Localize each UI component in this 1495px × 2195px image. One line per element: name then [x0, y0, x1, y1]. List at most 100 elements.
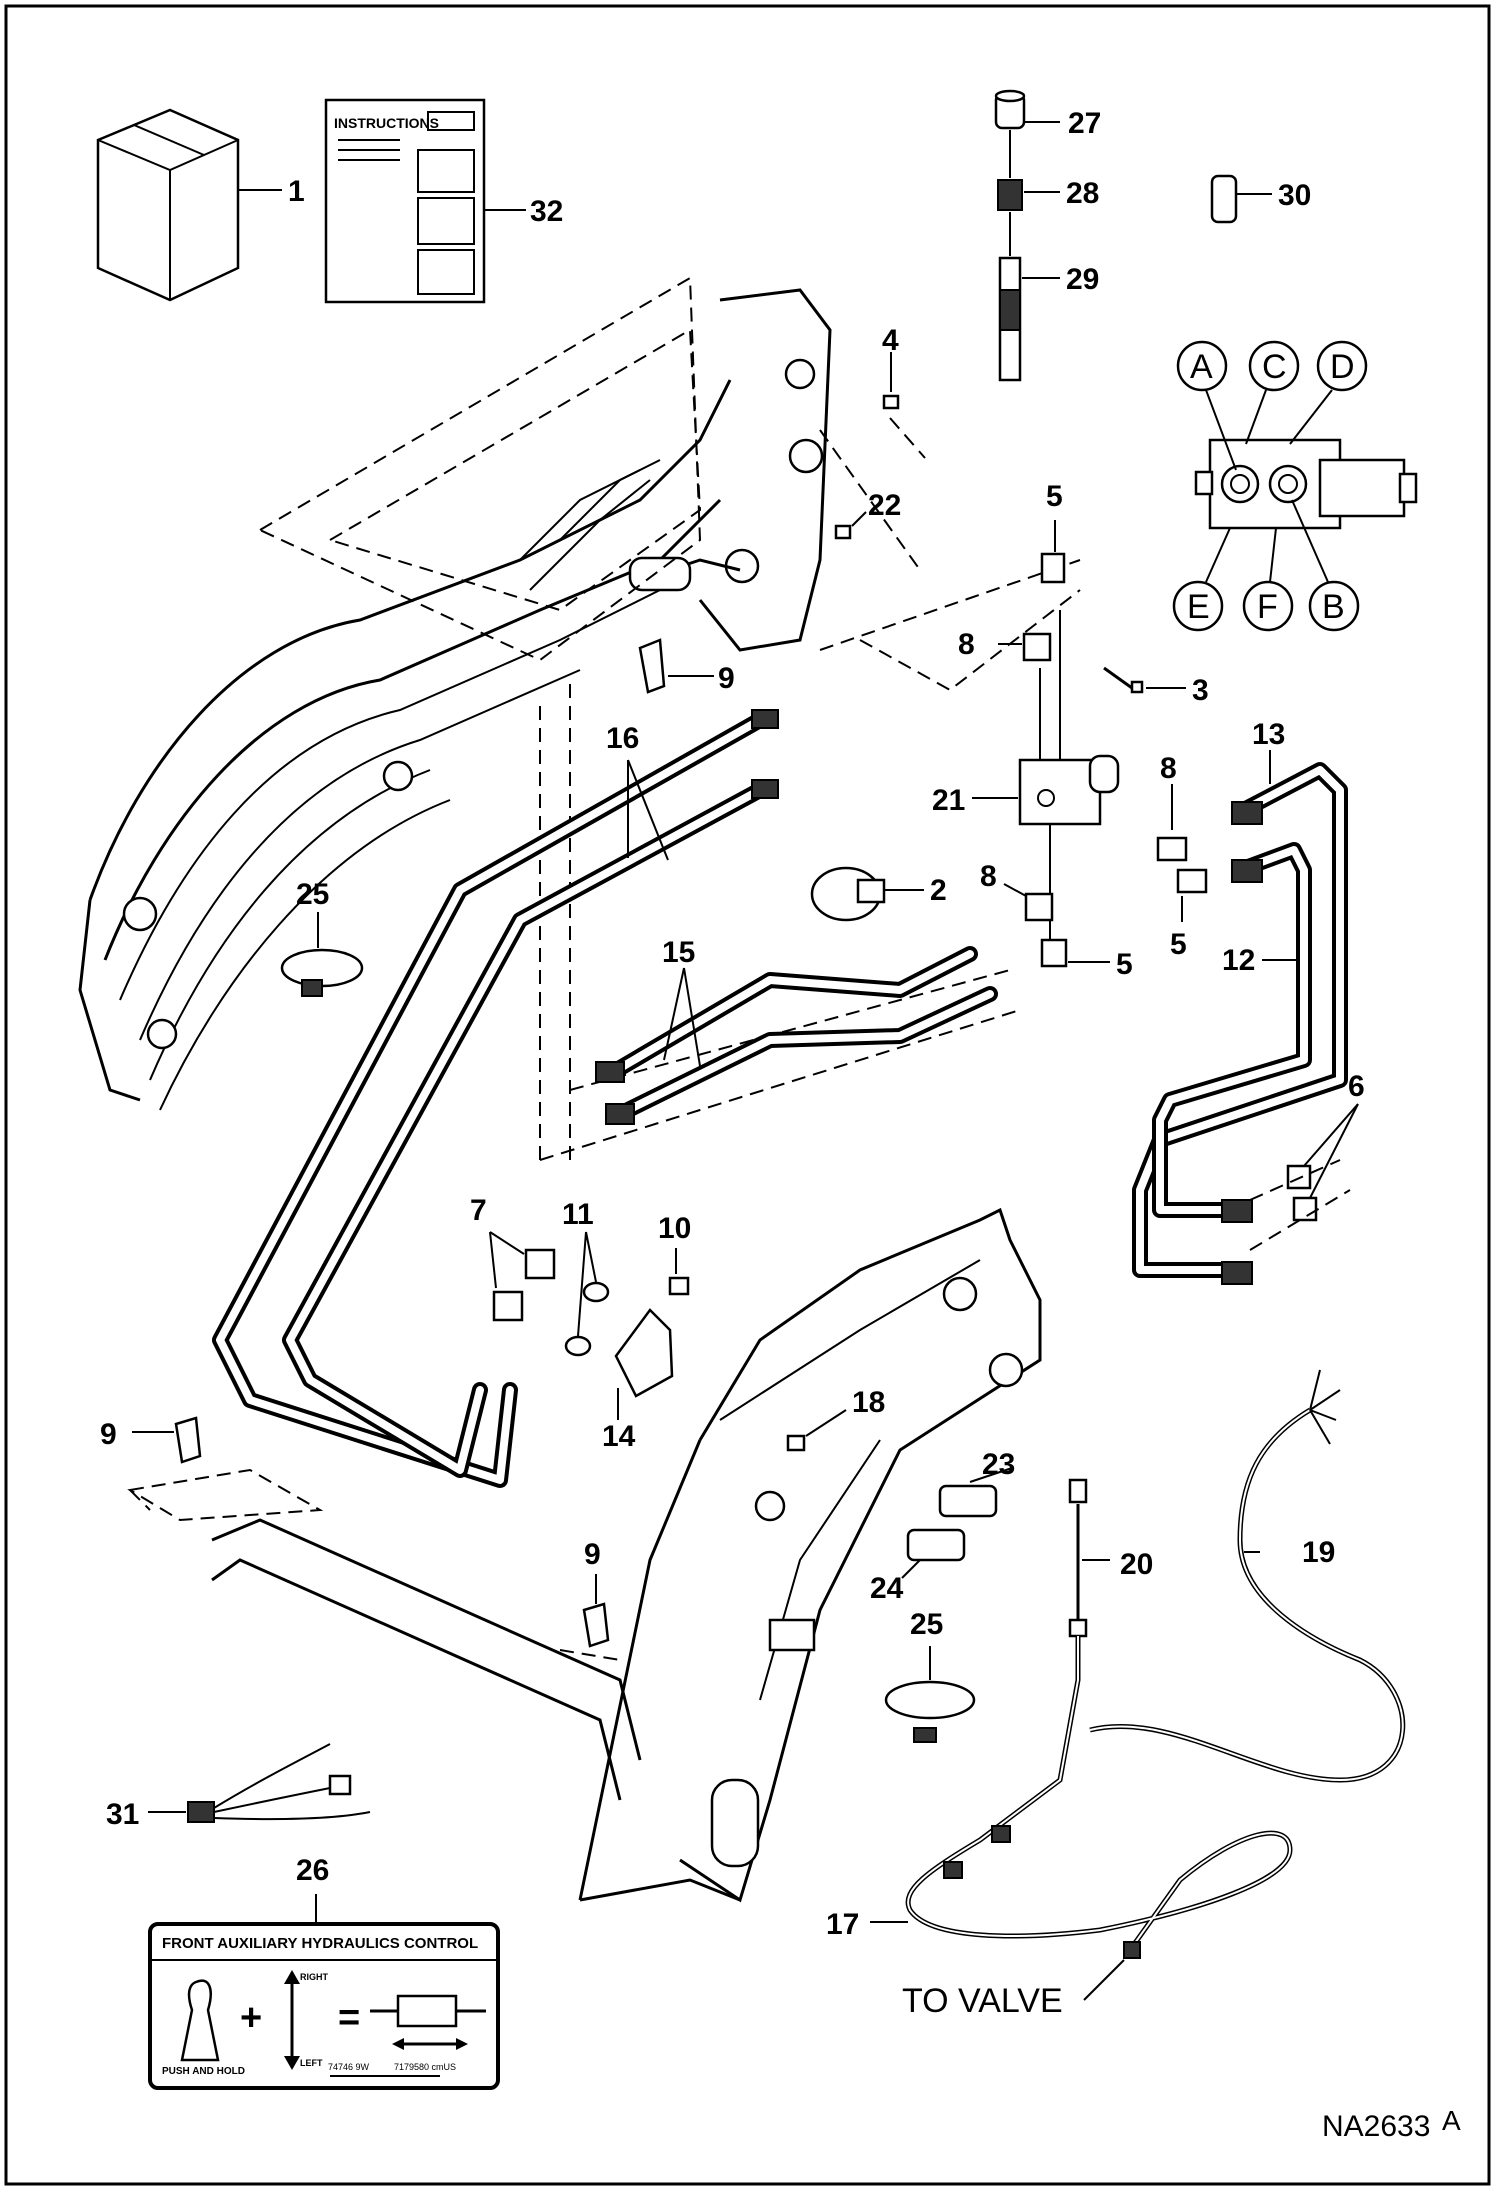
port-label-c: C: [1262, 348, 1287, 386]
callout-24: 24: [870, 1572, 904, 1605]
callout-13: 13: [1252, 718, 1285, 751]
port-label-b: B: [1322, 588, 1345, 626]
part-4-nut: [882, 352, 900, 410]
port-label-d: D: [1330, 348, 1355, 386]
drawing-revision: A: [1442, 2105, 1461, 2136]
callout-32: 32: [530, 195, 563, 228]
part-31-connector: [148, 1743, 371, 1823]
part-24-coupler: [901, 1528, 966, 1579]
callout-12: 12: [1222, 944, 1255, 977]
callout-29: 29: [1066, 263, 1099, 296]
part-5-fitting-right: [1176, 868, 1208, 922]
part-25-cable-tie-lower: [884, 1646, 976, 1743]
callout-8-top: 8: [958, 628, 975, 661]
callout-19: 19: [1302, 1536, 1335, 1569]
part-19-harness: [1089, 1369, 1406, 1783]
callout-9-lower: 9: [584, 1538, 601, 1571]
callout-25-upper: 25: [296, 878, 329, 911]
part-5-fitting-lower: [1040, 938, 1110, 968]
callout-22: 22: [868, 489, 901, 522]
part-8-fitting-top: [998, 632, 1052, 662]
part-11-washers: [564, 1231, 610, 1357]
decal-title: FRONT AUXILIARY HYDRAULICS CONTROL: [162, 1935, 478, 1952]
hose-16: [212, 709, 779, 1488]
callout-21: 21: [932, 784, 965, 817]
instructions-heading: INSTRUCTIONS: [334, 115, 439, 131]
hose-13: [1132, 750, 1348, 1285]
port-label-f: F: [1257, 588, 1278, 626]
callout-18: 18: [852, 1386, 885, 1419]
valve-port-diagram: [1172, 340, 1418, 632]
upper-lift-arm-assembly: [78, 288, 832, 1111]
port-label-e: E: [1187, 588, 1210, 626]
part-8-fitting-right: [1156, 784, 1188, 862]
part-8-fitting-mid: [1003, 883, 1054, 922]
part-17-harness: [870, 1636, 1293, 2001]
part-6-fittings: [1249, 1103, 1359, 1251]
callout-15: 15: [662, 936, 695, 969]
part-26-decal: [148, 1922, 500, 2090]
to-valve-label: TO VALVE: [902, 1982, 1063, 2020]
callout-23: 23: [982, 1448, 1015, 1481]
callout-7: 7: [470, 1194, 487, 1227]
callout-27: 27: [1068, 107, 1101, 140]
callout-5-lower: 5: [1116, 948, 1133, 981]
hose-12: [1152, 842, 1312, 1223]
diagram-border: [4, 4, 1491, 2186]
lower-lift-arm-assembly: [127, 1207, 1042, 1903]
callout-26: 26: [296, 1854, 329, 1887]
callout-5-top: 5: [1046, 480, 1063, 513]
part-9-clip-lower: [582, 1574, 610, 1648]
part-22-nut: [834, 511, 867, 540]
hose-15: [595, 946, 998, 1125]
part-29-poppet: [998, 256, 1060, 382]
part-21-valve: [972, 610, 1120, 940]
part-9-clip-upper: [638, 638, 714, 694]
part-3-bolt: [1103, 666, 1186, 694]
part-25-cable-tie-upper: [280, 912, 364, 997]
decal-left: LEFT: [300, 2058, 323, 2068]
part-10-bolt: [668, 1248, 690, 1296]
decal-equals: =: [338, 1997, 360, 2039]
part-32-instructions-sheet: [324, 98, 526, 304]
callout-5-right: 5: [1170, 928, 1187, 961]
decal-right: RIGHT: [300, 1972, 329, 1982]
callout-11: 11: [562, 1198, 594, 1231]
decal-part-number-right: 7179580 cmUS: [394, 2062, 456, 2072]
callout-14: 14: [602, 1420, 636, 1453]
part-9-clip-left: [132, 1416, 202, 1464]
callout-8-right: 8: [1160, 752, 1177, 785]
callout-3: 3: [1192, 674, 1209, 707]
part-5-fitting-top: [1040, 520, 1066, 584]
callout-1: 1: [288, 175, 305, 208]
drawing-id: NA2633: [1322, 2110, 1430, 2143]
callout-9-upper: 9: [718, 662, 735, 695]
part-27-dust-cap: [994, 89, 1060, 130]
callout-16: 16: [606, 722, 639, 755]
part-30-cap: [1210, 174, 1272, 224]
callout-17: 17: [826, 1908, 859, 1941]
part-2-strap: [810, 866, 924, 922]
port-label-a: A: [1190, 348, 1213, 386]
part-28-spring: [997, 179, 1060, 211]
callout-8-mid: 8: [980, 860, 997, 893]
part-14-plate: [614, 1308, 674, 1420]
callout-25-lower: 25: [910, 1608, 943, 1641]
callout-20: 20: [1120, 1548, 1153, 1581]
callout-31: 31: [106, 1798, 139, 1831]
part-23-coupler: [938, 1467, 1013, 1518]
part-18-nut: [786, 1409, 847, 1452]
callout-30: 30: [1278, 179, 1311, 212]
callout-10: 10: [658, 1212, 691, 1245]
decal-plus: +: [240, 1997, 262, 2039]
callout-28: 28: [1066, 177, 1099, 210]
part-20-lead: [1068, 1478, 1110, 1638]
part-1-kit-box: [96, 108, 282, 302]
callout-6: 6: [1348, 1070, 1365, 1103]
decal-part-number-left: 74746 9W: [328, 2062, 370, 2072]
dashed-routing-guides-upper: [259, 276, 1081, 1161]
decal-push-and-hold: PUSH AND HOLD: [162, 2066, 245, 2077]
callout-2: 2: [930, 874, 947, 907]
